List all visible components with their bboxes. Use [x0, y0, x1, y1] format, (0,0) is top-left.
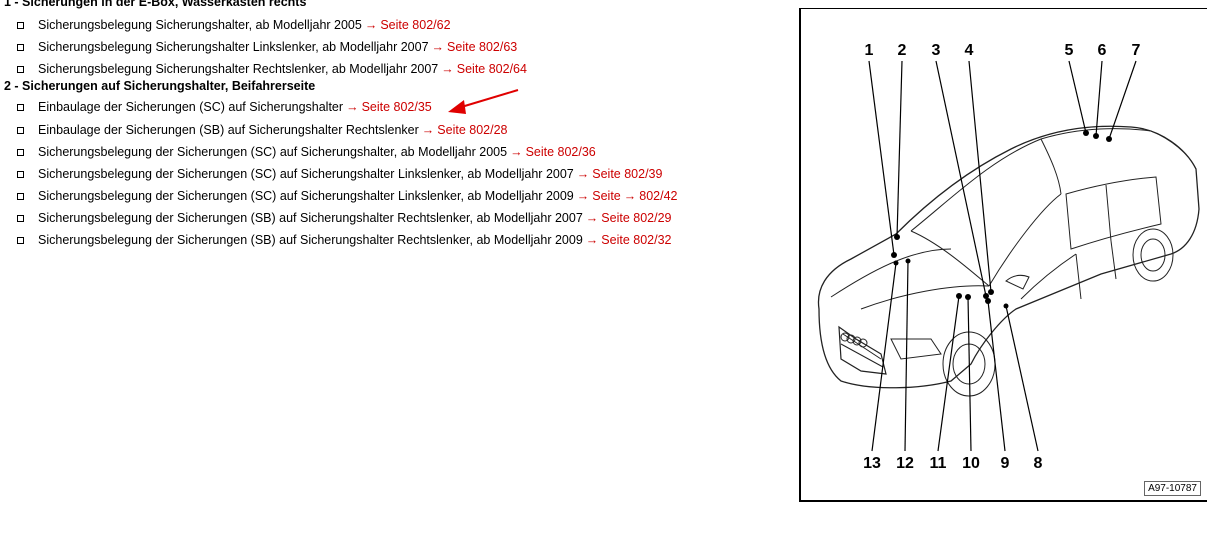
page-link[interactable]: →Seite 802/39 — [576, 167, 663, 181]
list-item: Sicherungsbelegung der Sicherungen (SB) … — [17, 211, 672, 225]
item-text: Einbaulage der Sicherungen (SC) auf Sich… — [38, 100, 344, 114]
list-item: Sicherungsbelegung Sicherungshalter Rech… — [17, 62, 527, 76]
list-item: Sicherungsbelegung der Sicherungen (SB) … — [17, 233, 672, 247]
bullet-icon — [17, 149, 24, 156]
item-text: Sicherungsbelegung der Sicherungen (SC) … — [38, 189, 574, 203]
page-link[interactable]: →Seite→802/42 — [576, 189, 678, 203]
callout-number: 4 — [965, 42, 974, 59]
bullet-icon — [17, 44, 24, 51]
callout-number: 3 — [932, 42, 941, 59]
bullet-icon — [17, 104, 24, 111]
item-text: Sicherungsbelegung Sicherungshalter Rech… — [38, 62, 439, 76]
bullet-icon — [17, 127, 24, 134]
list-item: Sicherungsbelegung Sicherungshalter Link… — [17, 40, 517, 54]
callout-number: 13 — [863, 455, 881, 472]
page-link[interactable]: →Seite 802/29 — [585, 211, 672, 225]
bullet-icon — [17, 22, 24, 29]
section-1-heading: 1 - Sicherungen in der E-Box, Wasserkast… — [4, 0, 307, 9]
list-item: Einbaulage der Sicherungen (SB) auf Sich… — [17, 123, 507, 137]
car-diagram-figure: 1 2 3 4 5 6 7 13 12 11 10 9 8 A97-10787 — [799, 8, 1207, 502]
bullet-icon — [17, 171, 24, 178]
page-link[interactable]: →Seite 802/64 — [441, 62, 527, 76]
bullet-icon — [17, 66, 24, 73]
callout-number: 1 — [865, 42, 874, 59]
item-text: Sicherungsbelegung der Sicherungen (SB) … — [38, 233, 583, 247]
list-item: Sicherungsbelegung der Sicherungen (SC) … — [17, 145, 596, 159]
list-item: Einbaulage der Sicherungen (SC) auf Sich… — [17, 100, 432, 114]
list-item: Sicherungsbelegung der Sicherungen (SC) … — [17, 189, 677, 203]
page-link[interactable]: →Seite 802/35 — [346, 100, 432, 114]
page-link[interactable]: →Seite 802/62 — [364, 18, 451, 32]
bullet-icon — [17, 237, 24, 244]
page-link[interactable]: →Seite 802/32 — [585, 233, 672, 247]
item-text: Sicherungsbelegung Sicherungshalter, ab … — [38, 18, 362, 32]
section-2-heading: 2 - Sicherungen auf Sicherungshalter, Be… — [4, 79, 316, 93]
item-text: Sicherungsbelegung der Sicherungen (SB) … — [38, 211, 583, 225]
callout-number: 6 — [1098, 42, 1107, 59]
item-text: Sicherungsbelegung der Sicherungen (SC) … — [38, 167, 574, 181]
bullet-icon — [17, 215, 24, 222]
item-text: Sicherungsbelegung der Sicherungen (SC) … — [38, 145, 508, 159]
figure-id-label: A97-10787 — [1144, 481, 1201, 496]
list-item: Sicherungsbelegung der Sicherungen (SC) … — [17, 167, 662, 181]
item-text: Einbaulage der Sicherungen (SB) auf Sich… — [38, 123, 419, 137]
callout-number: 12 — [896, 455, 914, 472]
car-illustration: 1 2 3 4 5 6 7 13 12 11 10 9 8 — [817, 42, 1200, 472]
item-text: Sicherungsbelegung Sicherungshalter Link… — [38, 40, 429, 54]
callout-number: 10 — [962, 455, 980, 472]
callout-number: 11 — [930, 455, 947, 472]
list-item: Sicherungsbelegung Sicherungshalter, ab … — [17, 18, 451, 32]
page-link[interactable]: →Seite 802/36 — [510, 145, 596, 159]
bullet-icon — [17, 193, 24, 200]
callout-number: 2 — [898, 42, 907, 59]
callout-number: 9 — [1001, 455, 1010, 472]
callout-number: 8 — [1034, 455, 1043, 472]
callout-number: 7 — [1132, 42, 1141, 59]
page-link[interactable]: →Seite 802/63 — [431, 40, 518, 54]
callout-number: 5 — [1065, 42, 1074, 59]
page-link[interactable]: →Seite 802/28 — [421, 123, 508, 137]
highlight-arrow-icon — [448, 89, 519, 114]
